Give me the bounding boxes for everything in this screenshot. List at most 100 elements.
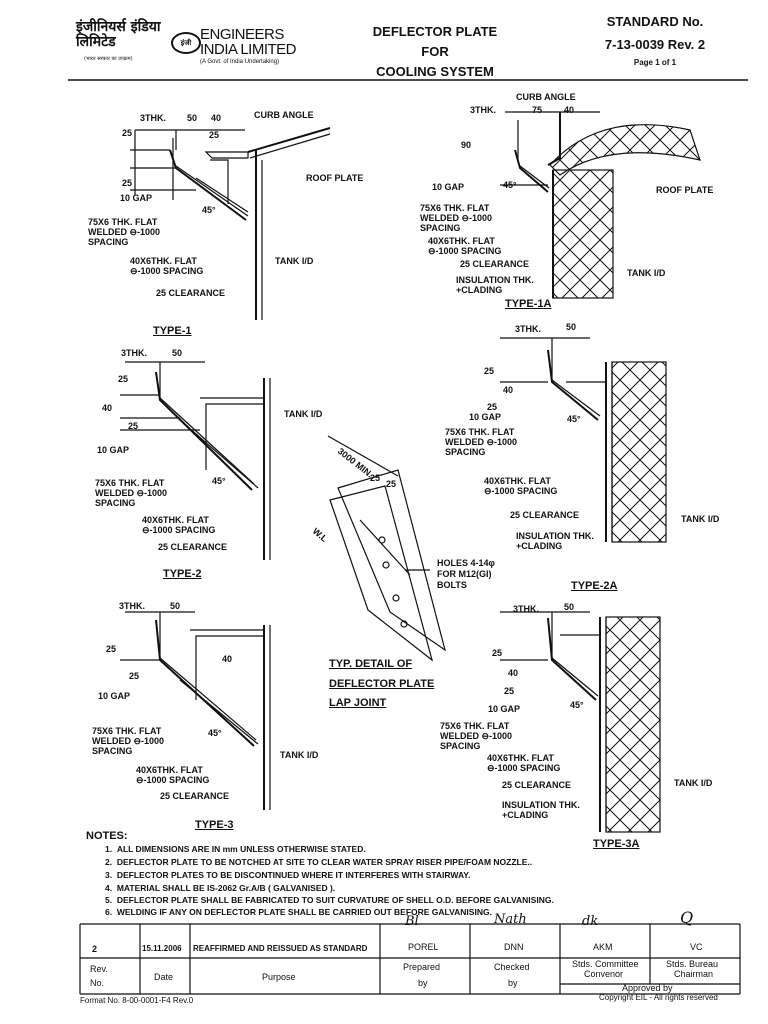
rev-date: 15.11.2006: [142, 944, 182, 953]
eil-logo: इंजी: [171, 32, 201, 54]
t3-25b: 25: [129, 671, 140, 681]
type2-drawing: [120, 361, 271, 560]
lap-bolts: BOLTS: [437, 580, 467, 590]
t1a-3thk: 3THK.: [470, 105, 497, 115]
note-3: 3. DEFLECTOR PLATES TO BE DISCONTINUED W…: [105, 870, 470, 880]
copyright: Copyright EIL - All rights reserved: [599, 993, 718, 1002]
lap-25b: 25: [386, 479, 397, 489]
note-2: 2. DEFLECTOR PLATE TO BE NOTCHED AT SITE…: [105, 857, 532, 867]
t3a-45: 45°: [570, 700, 584, 710]
t1a-flat40: 40X6THK. FLAT: [428, 236, 495, 246]
t1-title: TYPE-1: [153, 325, 192, 337]
t1-spacing40: ⊖-1000 SPACING: [130, 266, 204, 276]
signature-dnn: Nath: [494, 912, 527, 927]
note-text: ALL DIMENSIONS ARE IN mm UNLESS OTHERWIS…: [116, 844, 366, 854]
t3-10gap: 10 GAP: [98, 691, 131, 701]
t3-spacing: SPACING: [92, 746, 133, 756]
t1a-spacing40: ⊖-1000 SPACING: [428, 246, 502, 256]
t3a-25b: 25: [504, 686, 515, 696]
rev-prepared: POREL: [408, 942, 439, 952]
t3-50: 50: [170, 601, 181, 611]
t1-flat75: 75X6 THK. FLAT: [88, 217, 158, 227]
t3-3thk: 3THK.: [119, 601, 146, 611]
standard-block: STANDARD No. 7-13-0039 Rev. 2 Page 1 of …: [580, 14, 730, 67]
t2a-10gap: 10 GAP: [469, 412, 502, 422]
hdr-checked-2: by: [508, 978, 518, 988]
t2-flat40: 40X6THK. FLAT: [142, 515, 209, 525]
t2a-title: TYPE-2A: [571, 580, 618, 592]
hdr-bureau-1: Stds. Bureau: [666, 959, 719, 969]
t2a-flat75: 75X6 THK. FLAT: [445, 427, 515, 437]
t1a-10gap: 10 GAP: [432, 182, 465, 192]
t2a-25a: 25: [484, 366, 495, 376]
t1a-welded: WELDED ⊖-1000: [420, 213, 493, 223]
t2-tank-id: TANK I/D: [284, 409, 323, 419]
note-num: 6.: [105, 907, 113, 917]
hdr-committee-2: Convenor: [584, 969, 624, 979]
t2a-spacing40: ⊖-1000 SPACING: [484, 486, 558, 496]
t2a-spacing: SPACING: [445, 447, 486, 457]
hdr-bureau-2: Chairman: [674, 969, 714, 979]
t2a-insulation: INSULATION THK.: [516, 531, 594, 541]
type3-drawing: [120, 611, 271, 810]
t2-flat75: 75X6 THK. FLAT: [95, 478, 165, 488]
lap-m12: FOR M12(GI): [437, 569, 492, 579]
t2-title: TYPE-2: [163, 568, 202, 580]
t2-25a: 25: [118, 374, 129, 384]
t3a-tank-id: TANK I/D: [674, 778, 713, 788]
eil-english-name-2: INDIA LIMITED: [200, 41, 297, 58]
eil-hindi-sub: (भारत सरकार का उपक्रम): [84, 56, 133, 62]
t3a-3thk: 3THK.: [513, 604, 540, 614]
t1-40: 40: [211, 113, 222, 123]
t1a-spacing: SPACING: [420, 223, 461, 233]
note-text: DEFLECTOR PLATE SHALL BE FABRICATED TO S…: [116, 895, 554, 905]
t1-25a: 25: [122, 128, 133, 138]
t1a-curb-angle: CURB ANGLE: [516, 92, 576, 102]
t1-curb-angle: CURB ANGLE: [254, 110, 314, 120]
hdr-no: No.: [90, 978, 105, 988]
t1a-40: 40: [564, 105, 575, 115]
hdr-purpose: Purpose: [262, 972, 296, 982]
t3-welded: WELDED ⊖-1000: [92, 736, 165, 746]
t3-45: 45°: [208, 728, 222, 738]
note-num: 2.: [105, 857, 113, 867]
hdr-checked-1: Checked: [494, 962, 530, 972]
t3a-clearance: 25 CLEARANCE: [502, 780, 572, 790]
t1-25b: 25: [209, 130, 220, 140]
signature-porel: Bl: [405, 914, 419, 929]
t1-welded: WELDED ⊖-1000: [88, 227, 161, 237]
t2a-40: 40: [503, 385, 514, 395]
t3a-flat40: 40X6THK. FLAT: [487, 753, 554, 763]
t2-spacing: SPACING: [95, 498, 136, 508]
t1a-45: 45°: [503, 180, 517, 190]
note-num: 4.: [105, 883, 113, 893]
note-5: 5. DEFLECTOR PLATE SHALL BE FABRICATED T…: [105, 895, 554, 905]
signature-vc: Q: [680, 908, 694, 927]
note-text: DEFLECTOR PLATES TO BE DISCONTINUED WHER…: [116, 870, 471, 880]
t1a-tank-id: TANK I/D: [627, 268, 666, 278]
t3a-flat75: 75X6 THK. FLAT: [440, 721, 510, 731]
standard-number: 7-13-0039 Rev. 2: [604, 37, 706, 52]
t2a-25b: 25: [487, 402, 498, 412]
t2a-45: 45°: [567, 414, 581, 424]
t1a-flat75: 75X6 THK. FLAT: [420, 203, 490, 213]
t2-40: 40: [102, 403, 113, 413]
t3a-insulation: INSULATION THK.: [502, 800, 580, 810]
rev-bureau: VC: [690, 942, 703, 952]
format-number: Format No. 8-00-0001-F4 Rev.0: [80, 996, 194, 1005]
t3a-title: TYPE-3A: [593, 838, 640, 850]
notes-heading: NOTES:: [86, 830, 128, 842]
t3-title: TYPE-3: [195, 819, 234, 831]
t2-10gap: 10 GAP: [97, 445, 130, 455]
hdr-date: Date: [154, 972, 174, 982]
note-num: 1.: [105, 844, 113, 854]
t1-50: 50: [187, 113, 198, 123]
t3a-40: 40: [508, 668, 519, 678]
hdr-prepared-2: by: [418, 978, 428, 988]
type2a-drawing: [500, 337, 667, 543]
eil-hindi-name: इंजीनियर्स इंडिया लिमिटेड: [76, 19, 161, 50]
lap-joint-drawing: [327, 435, 446, 662]
t2-50: 50: [172, 348, 183, 358]
t3a-welded: WELDED ⊖-1000: [440, 731, 513, 741]
